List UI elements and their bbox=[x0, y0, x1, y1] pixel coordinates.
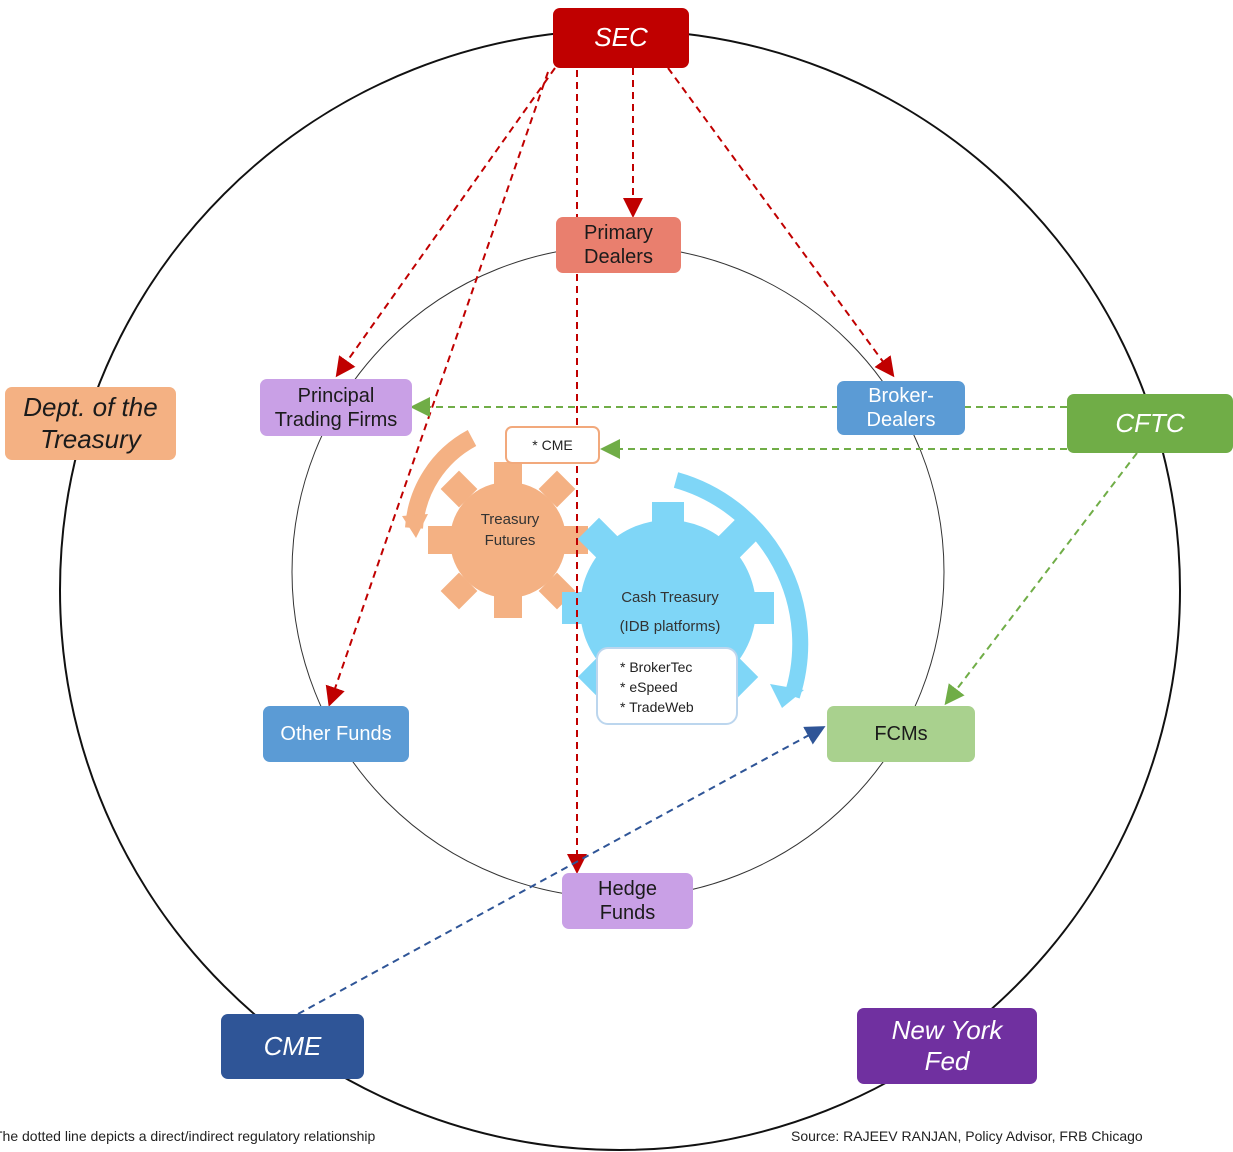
edge-sec-other-funds bbox=[325, 71, 549, 707]
treasury-futures-venue-box: * CME bbox=[505, 426, 600, 464]
cash-treasury-rotation-arrow bbox=[673, 472, 809, 699]
edge-sec-principal-trading-firms bbox=[335, 67, 556, 378]
platform-item: * eSpeed bbox=[620, 679, 678, 695]
node-fcms[interactable]: FCMs bbox=[827, 706, 975, 762]
node-cme[interactable]: CME bbox=[221, 1014, 364, 1079]
footer-note: The dotted line depicts a direct/indirec… bbox=[0, 1128, 376, 1144]
node-primary-dealers[interactable]: Primary Dealers bbox=[556, 217, 681, 273]
footer-source: Source: RAJEEV RANJAN, Policy Advisor, F… bbox=[791, 1128, 1143, 1144]
node-new-york-fed[interactable]: New York Fed bbox=[857, 1008, 1037, 1084]
treasury-futures-label: Treasury Futures bbox=[480, 511, 540, 549]
node-cftc[interactable]: CFTC bbox=[1067, 394, 1233, 453]
edge-sec-broker-dealers bbox=[667, 67, 895, 378]
platform-item: * TradeWeb bbox=[620, 699, 694, 715]
node-principal-trading-firms[interactable]: Principal Trading Firms bbox=[260, 379, 412, 436]
edge-cme-fcms bbox=[297, 726, 826, 1015]
edge-cftc-fcms bbox=[944, 452, 1138, 706]
node-hedge-funds[interactable]: Hedge Funds bbox=[562, 873, 693, 929]
sec-edges bbox=[325, 67, 895, 874]
cash-treasury-label: Cash Treasury (IDB platforms) bbox=[619, 589, 721, 635]
idb-platforms-list: * BrokerTec * eSpeed * TradeWeb bbox=[596, 647, 738, 725]
node-sec[interactable]: SEC bbox=[553, 8, 689, 68]
platform-item: * BrokerTec bbox=[620, 659, 693, 675]
treasury-futures-gear bbox=[402, 430, 588, 618]
node-broker-dealers[interactable]: Broker- Dealers bbox=[837, 381, 965, 435]
node-other-funds[interactable]: Other Funds bbox=[263, 706, 409, 762]
node-dept-of-the-treasury[interactable]: Dept. of the Treasury bbox=[5, 387, 176, 460]
